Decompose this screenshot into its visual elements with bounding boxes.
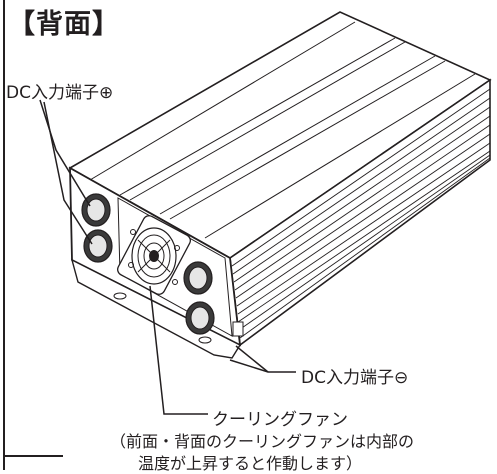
top-ridge <box>129 41 406 201</box>
side-fins <box>231 88 491 339</box>
dc-positive-terminal <box>81 193 111 227</box>
cooling-fan-label: クーリングファン <box>212 410 348 430</box>
fan-note-line-2: 温度が上昇すると作動します） <box>138 454 363 473</box>
top-ridge <box>89 21 356 181</box>
dc-positive-terminal-2 <box>83 229 113 263</box>
top-ridge <box>159 55 436 215</box>
cooling-fan <box>117 215 191 295</box>
top-ridge <box>119 37 396 196</box>
dc-negative-terminal-2 <box>185 301 215 335</box>
dc-negative-label: DC入力端子⊖ <box>301 368 409 388</box>
dc-negative-terminal <box>183 261 213 295</box>
flange-hole <box>113 292 127 300</box>
top-ridge <box>169 60 446 220</box>
ground-terminal <box>232 321 244 337</box>
leader-lines <box>39 99 296 415</box>
frame-bottom-rule <box>3 455 63 457</box>
top-ridge <box>204 73 476 239</box>
frame-left-rule <box>3 0 5 470</box>
fan-note-line-1: （前面・背面のクーリングファンは内部の <box>110 432 415 451</box>
dc-positive-label: DC入力端子⊕ <box>6 83 114 103</box>
flange-hole <box>198 336 212 344</box>
section-title: 【背面】 <box>8 9 120 40</box>
